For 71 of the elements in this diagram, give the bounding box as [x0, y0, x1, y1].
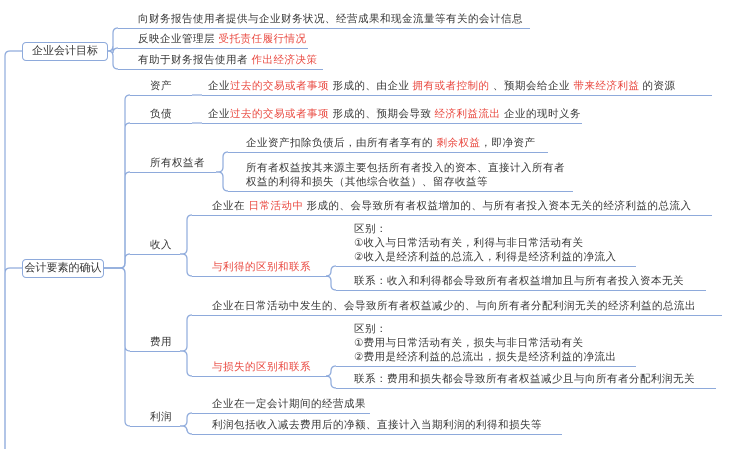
connector-line	[216, 171, 228, 192]
branch-text: 负债	[150, 106, 173, 120]
branch-underline	[228, 136, 548, 152]
branch-underline	[202, 106, 582, 124]
branch-text: ①费用与日常活动有关，损失与非日常活动有关	[354, 336, 584, 350]
branch-text: 区别：	[354, 222, 388, 236]
connector-line	[104, 267, 130, 427]
branch-underline	[130, 106, 192, 124]
connector-line	[180, 425, 192, 435]
branch-text: 利润包括收入减去费用后的净额、直接计入当期利润的利得和损失等	[212, 418, 543, 432]
branch-text: ②收入是经济利益的总流入，利得是经济利益的净流入	[354, 250, 618, 264]
branch-underline	[192, 360, 328, 376]
branch-underline	[130, 410, 180, 426]
branch-underline	[118, 12, 530, 28]
topic-box	[22, 42, 108, 60]
branch-underline	[192, 260, 328, 276]
branch-underline	[118, 32, 308, 48]
connector-line	[180, 214, 192, 255]
branch-text: 有助于财务报告使用者 作出经济决策	[138, 52, 318, 66]
connector-line	[4, 267, 22, 449]
branch-text: 企业在 日常活动中 形成的、会导致所有者权益增加的、与所有者投入资本无关的经济利益的总流入	[212, 198, 693, 212]
branch-text: 所有者权益按其来源主要包括所有者投入的资本、直接计入所有者权益的利得和损失（其他综合收益）、留存收益等	[246, 160, 566, 188]
connector-line	[107, 45, 118, 54]
branch-text: 与损失的区别和联系	[212, 360, 312, 374]
branch-text: 联系：收入和利得都会导致所有者权益增加且与所有者投入资本无关	[354, 274, 685, 288]
branch-underline	[130, 156, 216, 172]
branch-text: 区别：	[354, 322, 388, 336]
branch-underline	[130, 334, 180, 352]
branch-underline	[336, 322, 636, 366]
branch-text: ①收入与日常活动有关，利得与非日常活动有关	[354, 236, 584, 250]
branch-underline	[118, 52, 323, 70]
branch-text: 企业在日常活动中发生的、会导致所有者权益减少的、与向所有者分配利润无关的经济利益的总流出	[212, 298, 697, 312]
branch-underline	[192, 418, 562, 434]
branch-text: ②费用是经济利益的总流出，损失是经济利益的净流出	[354, 350, 618, 364]
branch-text: 企业资产扣除负债后，由所有者享有的 剩余权益，即净资产	[246, 136, 536, 150]
branch-text: 联系：费用和损失都会导致所有者权益减少且与向所有者分配利润无关	[354, 372, 696, 386]
branch-underline	[336, 222, 636, 266]
branch-text: 与利得的区别和联系	[212, 260, 312, 274]
connector-line	[325, 375, 336, 389]
connector-line	[180, 350, 192, 377]
connector-line	[192, 122, 202, 124]
branch-underline	[130, 238, 180, 254]
branch-underline	[336, 372, 716, 388]
branch-underline	[130, 78, 192, 96]
branch-text: 所有权益者	[150, 156, 206, 170]
branch-text: 费用	[150, 334, 173, 348]
branch-underline	[192, 396, 370, 414]
branch-text: 企业过去的交易或者事项 形成的、由企业 拥有或者控制的 、预期会给企业 带来经济利益 的资源	[208, 78, 677, 92]
branch-underline	[192, 198, 712, 216]
connector-line	[107, 50, 118, 70]
connector-line	[325, 365, 336, 377]
connector-line	[180, 412, 192, 427]
branch-text: 资产	[150, 78, 173, 92]
branch-text: 利润	[150, 410, 173, 424]
branch-underline	[228, 160, 573, 192]
branch-text: 收入	[150, 238, 173, 252]
branch-underline	[336, 274, 706, 290]
branch-underline	[192, 298, 722, 316]
branch-text: 向财务报告使用者提供与企业财务状况、经营成果和现金流量等有关的会计信息	[138, 12, 524, 26]
branch-text: 企业过去的交易或者事项 形成的、预期会导致 经济利益流出 企业的现时义务	[208, 106, 582, 120]
branch-text: 反映企业管理层 受托责任履行情况	[138, 32, 308, 46]
topic-label: 会计要素的确认	[24, 261, 102, 275]
connector-line	[325, 265, 336, 277]
connector-line	[180, 314, 192, 352]
topic-label: 企业会计目标	[32, 44, 98, 58]
connector-line	[216, 151, 228, 173]
connector-line	[192, 94, 202, 96]
branch-underline	[202, 78, 712, 96]
branch-text: 企业在一定会计期间的经营成果	[212, 396, 367, 410]
connector-line	[180, 253, 192, 277]
connector-line	[325, 275, 336, 291]
